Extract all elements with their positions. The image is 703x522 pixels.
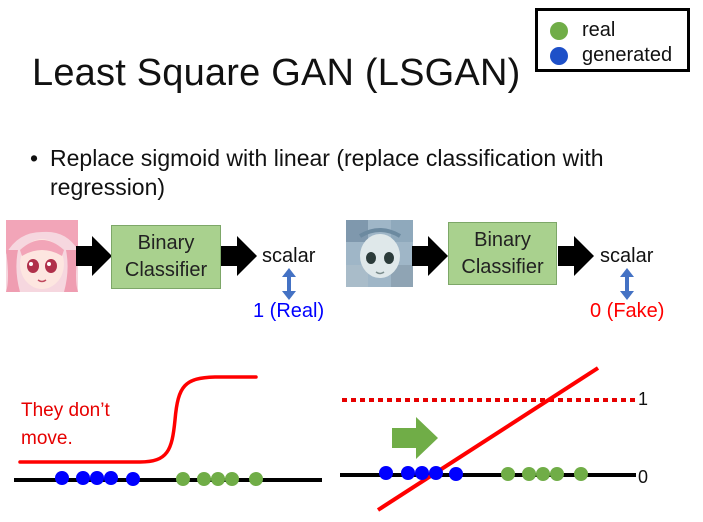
real-points <box>501 467 588 481</box>
arrow-icon <box>412 236 448 276</box>
slide-title: Least Square GAN (LSGAN) <box>32 52 521 94</box>
real-point <box>550 467 564 481</box>
generated-point <box>90 471 104 485</box>
scalar-output-label: scalar <box>262 245 316 267</box>
double-arrow-icon <box>620 268 634 300</box>
generated-point-icon <box>550 46 568 65</box>
classifier-label-line1: Binary <box>137 232 195 254</box>
generated-point <box>415 466 429 480</box>
real-point <box>501 467 515 481</box>
generated-point <box>379 466 393 480</box>
legend-label-generated: generated <box>582 44 673 66</box>
real-point <box>249 472 263 486</box>
classifier-label-line1: Binary <box>474 228 531 251</box>
scalar-output-label: scalar <box>600 245 654 267</box>
legend-item-generated: generated <box>550 44 672 67</box>
generated-point <box>401 466 415 480</box>
arrow-icon <box>558 236 594 276</box>
annotation-line1: They don’t <box>21 400 110 421</box>
generated-point <box>126 472 140 486</box>
real-point <box>574 467 588 481</box>
legend-label-real: real <box>582 19 616 41</box>
legend: real generated <box>535 8 690 72</box>
target-real-label: 1 (Real) <box>253 300 325 322</box>
real-point <box>197 472 211 486</box>
annotation-line2: move. <box>21 428 73 449</box>
real-point <box>211 472 225 486</box>
tick-label-zero: 0 <box>638 467 649 487</box>
legend-item-real: real <box>550 19 615 42</box>
generated-point <box>104 471 118 485</box>
arrow-icon <box>221 236 257 276</box>
binary-classifier-box: Binary Classifier <box>111 225 221 289</box>
arrow-icon <box>76 236 112 276</box>
sigmoid-panel <box>14 375 322 486</box>
sigmoid-curve <box>18 375 258 464</box>
tick-label-one: 1 <box>638 389 649 409</box>
generated-points <box>379 466 463 481</box>
move-arrow-icon <box>392 417 438 459</box>
linear-boundary <box>376 366 600 512</box>
generated-points <box>55 471 140 486</box>
real-points <box>176 472 263 486</box>
anime-face-image <box>6 220 78 292</box>
binary-classifier-box: Binary Classifier <box>448 222 557 285</box>
real-point-icon <box>550 21 568 40</box>
generated-point <box>55 471 69 485</box>
real-point <box>176 472 190 486</box>
classifier-label-line2: Classifier <box>461 255 544 278</box>
linear-panel <box>340 366 636 512</box>
generated-point <box>429 466 443 480</box>
bullet-text: Replace sigmoid with linear (replace cla… <box>50 145 604 200</box>
generated-point <box>449 467 463 481</box>
real-point <box>225 472 239 486</box>
generated-face-image <box>346 220 413 287</box>
bullet-mark: • <box>30 145 39 171</box>
classifier-label-line2: Classifier <box>124 259 208 281</box>
double-arrow-icon <box>282 268 296 300</box>
generated-point <box>76 471 90 485</box>
real-point <box>522 467 536 481</box>
real-point <box>536 467 550 481</box>
target-fake-label: 0 (Fake) <box>590 300 665 322</box>
